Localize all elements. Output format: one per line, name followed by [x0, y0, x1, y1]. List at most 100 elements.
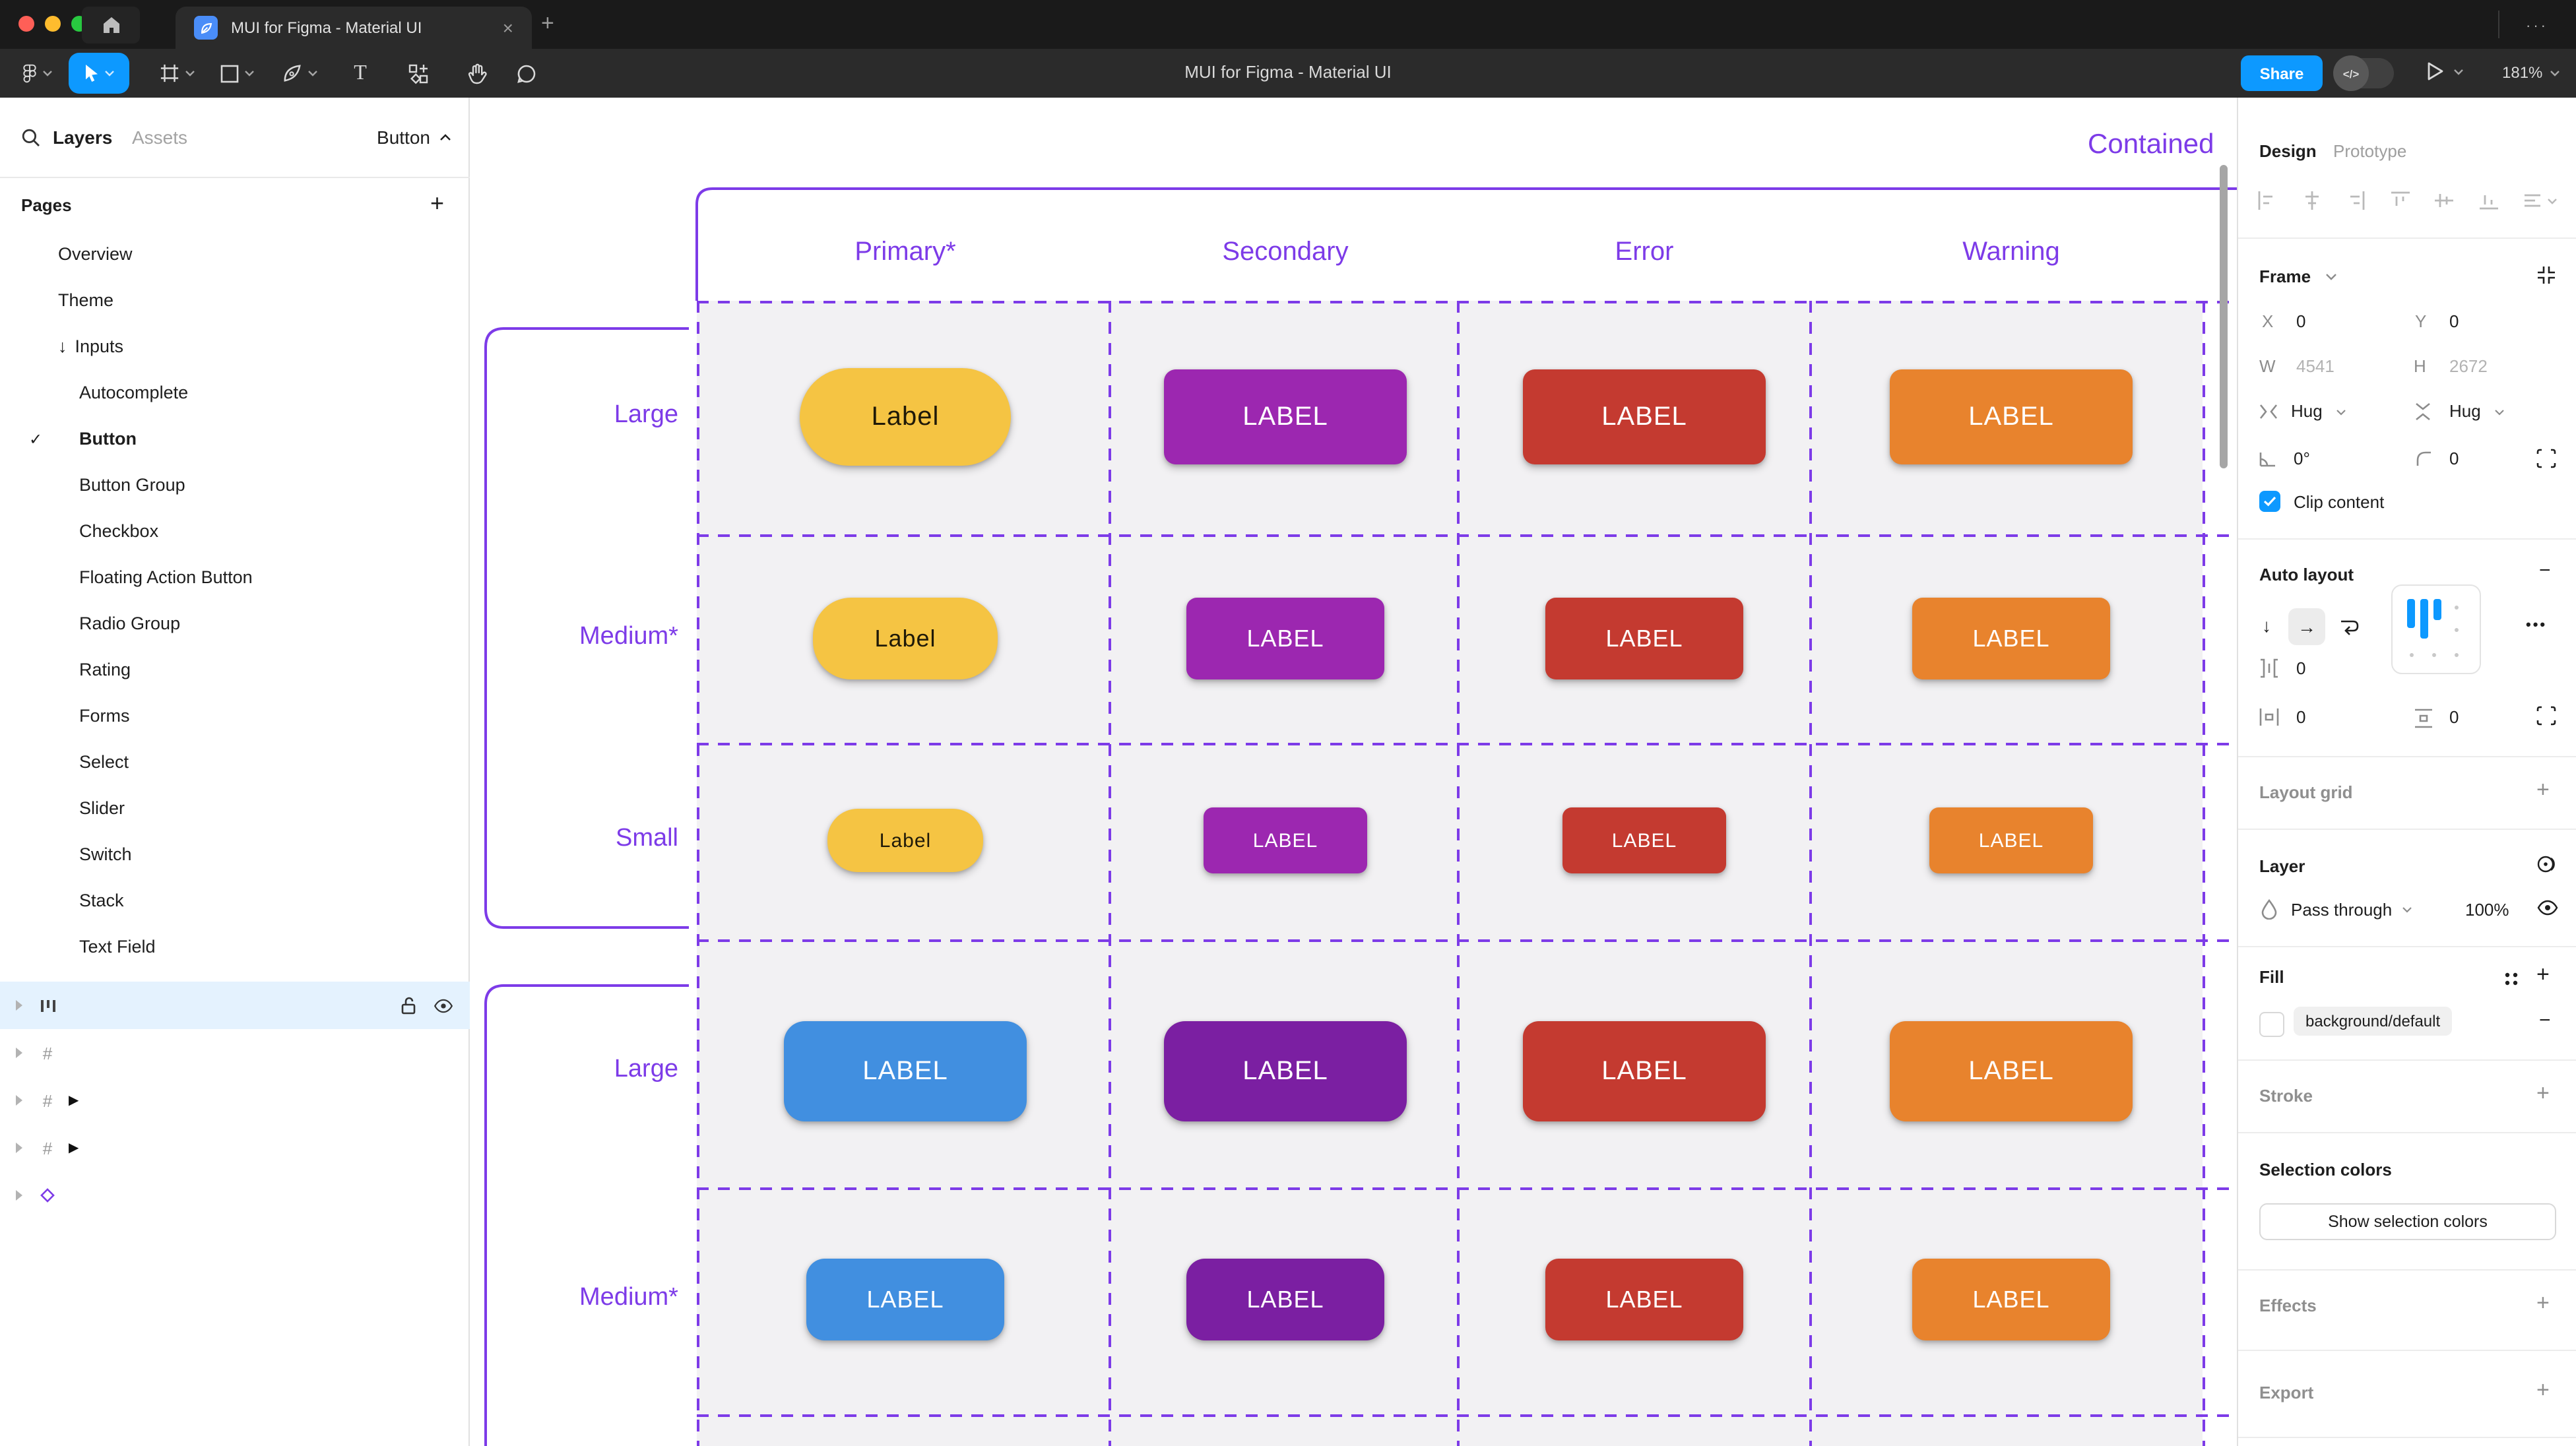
fill-token-chip[interactable]: background/default: [2294, 1007, 2452, 1036]
move-tool-button[interactable]: [69, 53, 129, 94]
h-value[interactable]: 2672: [2449, 356, 2488, 376]
distribute-chevron-icon[interactable]: [2547, 197, 2558, 204]
comment-tool-button[interactable]: [504, 49, 549, 98]
hug-vertical-value[interactable]: Hug: [2449, 401, 2481, 421]
page-item-overview[interactable]: Overview: [0, 231, 470, 277]
page-item-button[interactable]: ✓Button: [0, 416, 470, 462]
align-top-icon[interactable]: [2389, 190, 2410, 211]
add-layout-grid-button[interactable]: +: [2536, 777, 2550, 803]
canvas-button-r2-c1[interactable]: Label: [813, 598, 998, 679]
unlock-icon[interactable]: [400, 996, 417, 1015]
canvas-scrollbar[interactable]: [2220, 165, 2228, 468]
page-item-radio-group[interactable]: Radio Group: [0, 600, 470, 646]
layer-row-iconbutton-account-menu[interactable]: #▶: [0, 1077, 470, 1124]
main-menu-button[interactable]: [13, 49, 61, 98]
hug-v-chevron-icon[interactable]: [2494, 409, 2505, 416]
layer-row-button[interactable]: [0, 982, 470, 1029]
visible-eye-icon[interactable]: [433, 998, 454, 1013]
independent-corners-icon[interactable]: [2536, 449, 2556, 468]
tab-design[interactable]: Design: [2259, 141, 2317, 161]
corner-radius-value[interactable]: 0: [2449, 449, 2459, 468]
gap-value[interactable]: 0: [2296, 658, 2305, 678]
page-item-button-group[interactable]: Button Group: [0, 462, 470, 508]
remove-auto-layout-button[interactable]: −: [2539, 559, 2551, 582]
pen-tool-button[interactable]: [271, 49, 329, 98]
layer-row-button-loading[interactable]: #▶: [0, 1124, 470, 1172]
page-item-select[interactable]: Select: [0, 739, 470, 785]
canvas-button-r4-c2[interactable]: LABEL: [1164, 1021, 1407, 1121]
align-left-icon[interactable]: [2257, 190, 2278, 211]
horizontal-padding-value[interactable]: 0: [2296, 707, 2305, 727]
page-item-floating-action-button[interactable]: Floating Action Button: [0, 554, 470, 600]
auto-layout-more-button[interactable]: •••: [2526, 617, 2547, 633]
canvas-button-r3-c4[interactable]: LABEL: [1929, 807, 2093, 873]
new-tab-button[interactable]: +: [541, 11, 554, 37]
canvas[interactable]: Contained Primary*SecondaryErrorWarning …: [470, 98, 2237, 1446]
page-item-rating[interactable]: Rating: [0, 646, 470, 693]
rotation-value[interactable]: 0°: [2294, 449, 2310, 468]
canvas-button-r4-c3[interactable]: LABEL: [1523, 1021, 1766, 1121]
fill-color-swatch[interactable]: [2259, 1012, 2284, 1037]
page-item-text-field[interactable]: Text Field: [0, 924, 470, 970]
blend-mode-icon[interactable]: [2536, 854, 2558, 875]
close-window-button[interactable]: [18, 16, 34, 32]
page-item-autocomplete[interactable]: Autocomplete: [0, 369, 470, 416]
tab-layers[interactable]: Layers: [53, 127, 112, 148]
canvas-button-r4-c1[interactable]: LABEL: [784, 1021, 1027, 1121]
resources-tool-button[interactable]: [396, 49, 441, 98]
layer-row--menu-[interactable]: [0, 1172, 470, 1219]
canvas-button-r3-c2[interactable]: LABEL: [1204, 807, 1367, 873]
expand-chevron-icon[interactable]: [16, 1095, 22, 1106]
layer-row-button-full-width[interactable]: #: [0, 1029, 470, 1077]
dev-mode-toggle[interactable]: </>: [2336, 58, 2394, 88]
page-item-checkbox[interactable]: Checkbox: [0, 508, 470, 554]
home-button[interactable]: [82, 7, 140, 44]
zoom-menu[interactable]: 181%: [2502, 63, 2560, 82]
canvas-button-r1-c2[interactable]: LABEL: [1164, 369, 1407, 464]
add-page-button[interactable]: +: [430, 190, 444, 218]
auto-layout-alignment-widget[interactable]: [2391, 584, 2481, 674]
hug-horizontal-value[interactable]: Hug: [2291, 401, 2323, 421]
window-more-menu[interactable]: ···: [2526, 18, 2548, 34]
clip-content-checkbox[interactable]: [2259, 491, 2280, 512]
canvas-button-r5-c3[interactable]: LABEL: [1545, 1259, 1743, 1340]
align-bottom-icon[interactable]: [2478, 190, 2499, 211]
canvas-button-r3-c3[interactable]: LABEL: [1562, 807, 1726, 873]
canvas-button-r3-c1[interactable]: Label: [827, 809, 983, 872]
search-icon[interactable]: [21, 128, 41, 148]
layer-visibility-eye-icon[interactable]: [2536, 900, 2559, 916]
tab-assets[interactable]: Assets: [132, 127, 187, 148]
share-button[interactable]: Share: [2241, 55, 2323, 91]
vertical-padding-value[interactable]: 0: [2449, 707, 2459, 727]
canvas-button-r2-c4[interactable]: LABEL: [1912, 598, 2110, 679]
layout-direction-horizontal-icon[interactable]: →: [2288, 608, 2325, 645]
add-stroke-button[interactable]: +: [2536, 1081, 2550, 1107]
page-item-theme[interactable]: Theme: [0, 277, 470, 323]
add-fill-button[interactable]: +: [2536, 962, 2550, 988]
opacity-value[interactable]: 100%: [2465, 900, 2509, 920]
w-value[interactable]: 4541: [2296, 356, 2334, 376]
canvas-button-r5-c4[interactable]: LABEL: [1912, 1259, 2110, 1340]
independent-padding-icon[interactable]: [2536, 706, 2556, 726]
canvas-button-r2-c2[interactable]: LABEL: [1186, 598, 1384, 679]
page-item-stack[interactable]: Stack: [0, 877, 470, 924]
expand-chevron-icon[interactable]: [16, 1143, 22, 1153]
frame-type-label[interactable]: Frame: [2259, 267, 2311, 286]
file-tab[interactable]: MUI for Figma - Material UI ×: [176, 7, 532, 49]
expand-chevron-icon[interactable]: [16, 1048, 22, 1058]
layout-direction-vertical-icon[interactable]: ↓: [2262, 615, 2271, 636]
layout-wrap-icon[interactable]: [2338, 616, 2361, 636]
canvas-button-r1-c1[interactable]: Label: [800, 368, 1011, 466]
fill-styles-icon[interactable]: [2502, 970, 2521, 988]
minimize-window-button[interactable]: [45, 16, 61, 32]
hand-tool-button[interactable]: [454, 49, 499, 98]
canvas-button-r5-c1[interactable]: LABEL: [806, 1259, 1004, 1340]
align-right-icon[interactable]: [2345, 190, 2366, 211]
canvas-button-r1-c3[interactable]: LABEL: [1523, 369, 1766, 464]
canvas-button-r5-c2[interactable]: LABEL: [1186, 1259, 1384, 1340]
frame-type-chevron-icon[interactable]: [2325, 273, 2337, 281]
present-button[interactable]: [2426, 61, 2464, 82]
hug-h-chevron-icon[interactable]: [2336, 409, 2346, 416]
page-item-inputs[interactable]: ↓Inputs: [0, 323, 470, 369]
canvas-button-r2-c3[interactable]: LABEL: [1545, 598, 1743, 679]
